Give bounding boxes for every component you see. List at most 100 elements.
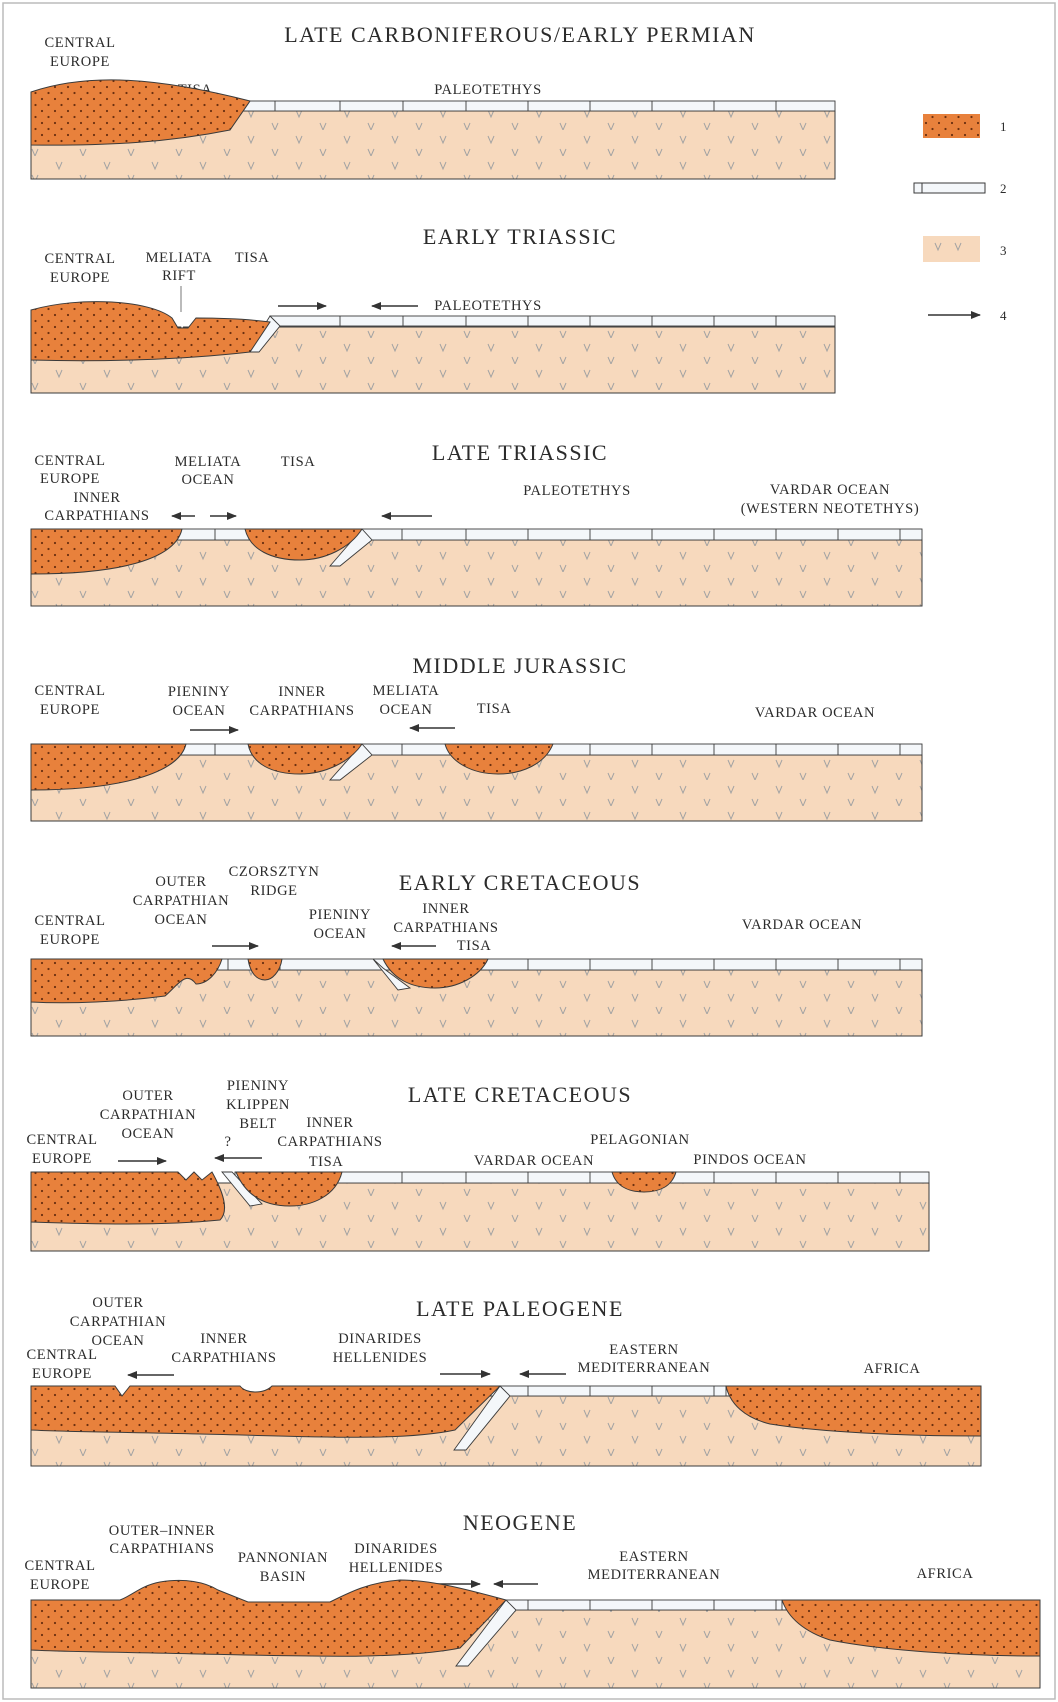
panel-title: LATE PALEOGENE: [416, 1296, 624, 1321]
label-paleotethys: PALEOTETHYS: [434, 298, 542, 314]
oceanic-crust-strip: [500, 1386, 726, 1396]
continental-crust-swatch: [923, 114, 980, 138]
label-ocean: OCEAN: [314, 926, 367, 942]
oceanic-crust-strip: [170, 959, 922, 970]
label-mediterranean: MEDITERRANEAN: [578, 1360, 711, 1376]
label-rift: RIFT: [162, 268, 196, 284]
label-ocean: OCEAN: [380, 702, 433, 718]
label-inner: INNER: [306, 1115, 353, 1131]
label-europe: EUROPE: [50, 54, 110, 70]
label-western-neotethys: (WESTERN NEOTETHYS): [741, 501, 920, 517]
legend: 1 2 3 4: [914, 114, 1007, 323]
label-meliata: MELIATA: [175, 454, 242, 470]
label-carpathian: CARPATHIAN: [70, 1314, 167, 1330]
label-tisa: TISA: [457, 938, 492, 954]
label-eastern: EASTERN: [619, 1549, 688, 1565]
label-europe: EUROPE: [40, 932, 100, 948]
label-central: CENTRAL: [26, 1132, 97, 1148]
label-dinarides: DINARIDES: [338, 1331, 422, 1347]
label-europe: EUROPE: [32, 1151, 92, 1167]
label-czorsztyn: CZORSZTYN: [229, 864, 320, 880]
label-europe: EUROPE: [50, 270, 110, 286]
continental-crust: [31, 302, 270, 361]
panel-title: EARLY CRETACEOUS: [399, 870, 641, 895]
panel-middle-jurassic: MIDDLE JURASSIC CENTRAL EUROPE PIENINY O…: [31, 653, 922, 821]
label-ocean: OCEAN: [155, 912, 208, 928]
label-inner: INNER: [278, 684, 325, 700]
panel-title: NEOGENE: [463, 1510, 577, 1535]
legend-number-4: 4: [1000, 308, 1007, 323]
label-outer: OUTER: [155, 874, 206, 890]
label-pieniny: PIENINY: [168, 684, 230, 700]
panel-title: LATE CRETACEOUS: [408, 1082, 632, 1107]
label-basin: BASIN: [260, 1569, 307, 1585]
label-ocean: OCEAN: [92, 1333, 145, 1349]
panel-early-cretaceous: EARLY CRETACEOUS CENTRAL EUROPE OUTER CA…: [31, 864, 922, 1036]
label-eastern: EASTERN: [609, 1342, 678, 1358]
label-ocean: OCEAN: [122, 1126, 175, 1142]
oceanic-crust-strip: [235, 101, 835, 111]
label-pelagonian: PELAGONIAN: [590, 1132, 689, 1148]
panel-neogene: NEOGENE OUTER–INNER CARPATHIANS CENTRAL …: [24, 1510, 1040, 1688]
label-pannonian: PANNONIAN: [238, 1550, 328, 1566]
label-africa: AFRICA: [917, 1566, 974, 1582]
label-tisa: TISA: [309, 1154, 344, 1170]
label-central: CENTRAL: [26, 1347, 97, 1363]
label-carpathians: CARPATHIANS: [44, 508, 149, 524]
panel-late-carboniferous: LATE CARBONIFEROUS/EARLY PERMIAN CENTRAL…: [31, 22, 835, 179]
panel-late-cretaceous: LATE CRETACEOUS OUTER CARPATHIAN OCEAN C…: [26, 1078, 929, 1251]
panel-late-paleogene: LATE PALEOGENE OUTER CARPATHIAN OCEAN CE…: [26, 1295, 981, 1466]
panel-title: MIDDLE JURASSIC: [412, 653, 627, 678]
label-inner: INNER: [200, 1331, 247, 1347]
label-meliata: MELIATA: [146, 250, 213, 266]
label-vardar-ocean: VARDAR OCEAN: [755, 705, 875, 721]
label-belt: BELT: [239, 1116, 276, 1132]
label-meliata: MELIATA: [373, 683, 440, 699]
continental-crust-europe-carpathians-dinarides: [31, 1386, 500, 1437]
label-carpathians: CARPATHIANS: [109, 1541, 214, 1557]
label-hellenides: HELLENIDES: [333, 1350, 428, 1366]
label-central: CENTRAL: [24, 1558, 95, 1574]
label-central: CENTRAL: [34, 453, 105, 469]
label-pieniny: PIENINY: [227, 1078, 289, 1094]
label-ridge: RIDGE: [250, 883, 297, 899]
legend-number-2: 2: [1000, 181, 1007, 196]
oceanic-crust-strip: [270, 316, 835, 326]
label-vardar-ocean: VARDAR OCEAN: [742, 917, 862, 933]
label-ocean: OCEAN: [173, 703, 226, 719]
label-pieniny: PIENINY: [309, 907, 371, 923]
label-paleotethys: PALEOTETHYS: [523, 483, 631, 499]
label-central: CENTRAL: [44, 251, 115, 267]
continental-crust-europe-carpathians-dinarides: [31, 1580, 506, 1656]
label-dinarides: DINARIDES: [354, 1541, 438, 1557]
label-vardar-ocean: VARDAR OCEAN: [770, 482, 890, 498]
label-africa: AFRICA: [864, 1361, 921, 1377]
mantle-swatch: [923, 236, 980, 262]
legend-number-3: 3: [1000, 243, 1007, 258]
label-tisa: TISA: [477, 701, 512, 717]
oceanic-crust-strip: [506, 1600, 782, 1610]
label-europe: EUROPE: [40, 702, 100, 718]
panel-early-triassic: EARLY TRIASSIC CENTRAL EUROPE MELIATA RI…: [31, 224, 835, 393]
panel-title: LATE TRIASSIC: [432, 440, 608, 465]
panel-late-triassic: LATE TRIASSIC CENTRAL EUROPE INNER CARPA…: [31, 440, 922, 606]
label-question: ?: [224, 1134, 231, 1150]
legend-number-1: 1: [1000, 119, 1007, 134]
label-inner: INNER: [422, 901, 469, 917]
label-hellenides: HELLENIDES: [349, 1560, 444, 1576]
panel-title: LATE CARBONIFEROUS/EARLY PERMIAN: [284, 22, 756, 47]
label-ocean: OCEAN: [182, 472, 235, 488]
label-carpathians: CARPATHIANS: [393, 920, 498, 936]
oceanic-crust-swatch: [914, 183, 985, 193]
label-paleotethys: PALEOTETHYS: [434, 82, 542, 98]
label-carpathians: CARPATHIANS: [249, 703, 354, 719]
label-europe: EUROPE: [30, 1577, 90, 1593]
continental-crust-europe: [31, 1172, 225, 1224]
label-carpathian: CARPATHIAN: [133, 893, 230, 909]
label-klippen: KLIPPEN: [226, 1097, 290, 1113]
label-tisa: TISA: [235, 250, 270, 266]
label-outer: OUTER: [92, 1295, 143, 1311]
label-mediterranean: MEDITERRANEAN: [588, 1567, 721, 1583]
label-outer-inner: OUTER–INNER: [109, 1523, 215, 1539]
